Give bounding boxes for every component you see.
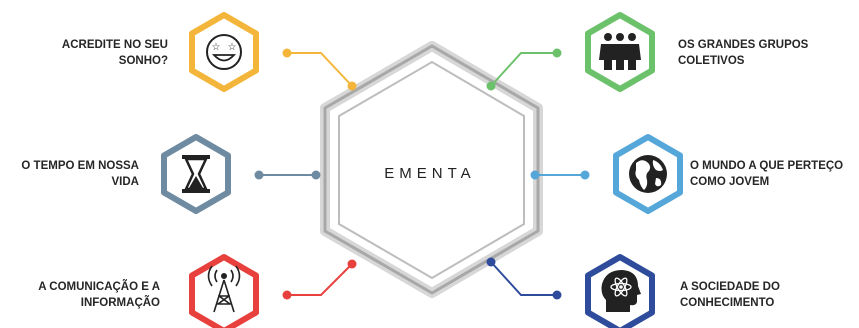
people-group-icon bbox=[599, 33, 641, 70]
topic-label-sociedade-line1: A SOCIEDADE DO bbox=[680, 281, 780, 293]
hexagon-mundo bbox=[613, 134, 683, 214]
hexagon-comunicacao bbox=[189, 254, 259, 328]
connector-sonho bbox=[282, 48, 357, 91]
hexagon-sociedade bbox=[585, 254, 655, 328]
topic-label-grupos: OS GRANDES GRUPOS COLETIVOS bbox=[678, 37, 808, 69]
topic-label-comunicacao-line2: INFORMAÇÃO bbox=[80, 297, 160, 309]
topic-label-grupos-line2: COLETIVOS bbox=[678, 55, 745, 67]
star-eyes-face-icon: ☆ ☆ bbox=[206, 34, 242, 70]
topic-label-mundo-line2: COMO JOVEM bbox=[690, 176, 770, 188]
topic-label-sociedade: A SOCIEDADE DO CONHECIMENTO bbox=[680, 279, 780, 311]
connector-grupos bbox=[486, 48, 562, 91]
topic-label-grupos-line1: OS GRANDES GRUPOS bbox=[678, 39, 809, 51]
radio-tower-icon bbox=[207, 265, 241, 313]
hourglass-icon bbox=[182, 155, 210, 193]
connector-mundo bbox=[530, 170, 590, 180]
topic-label-mundo: O MUNDO A QUE PERTEÇO COMO JOVEM bbox=[690, 158, 843, 190]
hexagon-tempo bbox=[161, 134, 231, 214]
connector-sociedade bbox=[486, 257, 562, 300]
topic-label-sociedade-line2: CONHECIMENTO bbox=[680, 297, 775, 309]
topic-label-tempo-line1: O TEMPO EM NOSSA bbox=[21, 160, 139, 172]
topic-label-comunicacao: A COMUNICAÇÃO E A INFORMAÇÃO bbox=[38, 279, 160, 311]
topic-label-mundo-line1: O MUNDO A QUE PERTEÇO bbox=[690, 160, 844, 172]
center-title: EMENTA bbox=[384, 165, 476, 182]
topic-label-sonho: ACREDITE NO SEU SONHO? bbox=[62, 37, 168, 69]
topic-label-sonho-line2: SONHO? bbox=[118, 55, 168, 67]
svg-text:☆: ☆ bbox=[212, 42, 221, 53]
connector-tempo bbox=[254, 170, 321, 180]
atom-head-icon bbox=[601, 270, 641, 312]
hexagon-sonho: ☆ ☆ bbox=[189, 12, 259, 92]
center-hexagon bbox=[320, 41, 543, 298]
hexagon-grupos bbox=[585, 12, 655, 92]
topic-label-tempo: O TEMPO EM NOSSA VIDA bbox=[21, 158, 139, 190]
svg-text:☆: ☆ bbox=[228, 42, 237, 53]
topic-label-tempo-line2: VIDA bbox=[111, 176, 139, 188]
topic-label-sonho-line1: ACREDITE NO SEU bbox=[61, 39, 168, 51]
globe-icon bbox=[629, 155, 667, 193]
connector-comunicacao bbox=[282, 259, 357, 300]
topic-label-comunicacao-line1: A COMUNICAÇÃO E A bbox=[38, 281, 160, 293]
